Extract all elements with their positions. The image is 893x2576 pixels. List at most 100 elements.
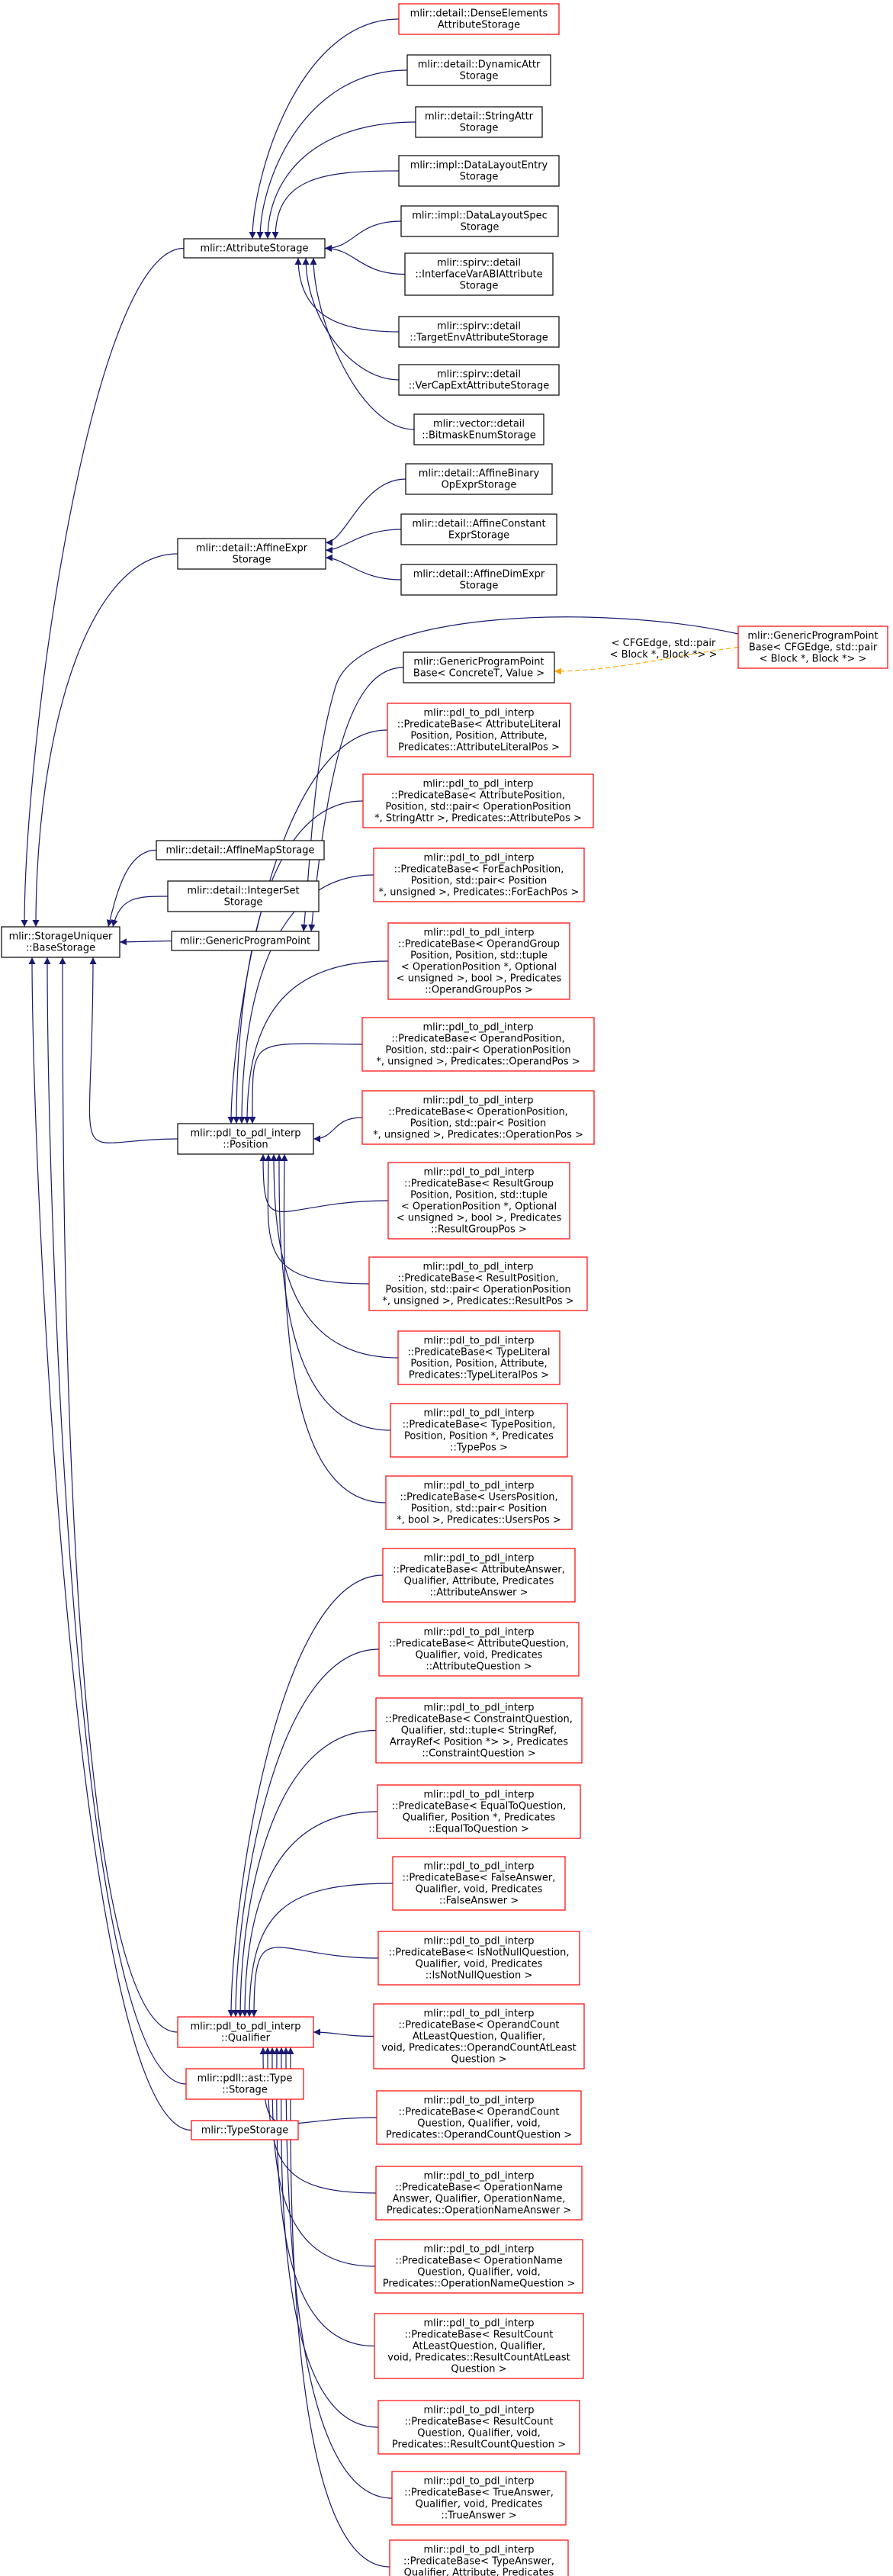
- class-node-box: [391, 2471, 567, 2526]
- class-node-box: [361, 1090, 595, 1145]
- class-node-label-line: mlir::AttributeStorage: [200, 243, 308, 255]
- class-node-label-line: ::TypePos >: [450, 1442, 508, 1454]
- class-node-pos-result[interactable]: mlir::pdl_to_pdl_interp::PredicateBase< …: [368, 1256, 588, 1311]
- class-node-pos-operation[interactable]: mlir::pdl_to_pdl_interp::PredicateBase< …: [361, 1090, 595, 1145]
- class-node-label-line: ::PredicateBase< OperandPosition,: [391, 1034, 564, 1045]
- edge-q_resultcount-to-qualifier: [278, 2047, 379, 2428]
- class-node-label-line: ::AttributeQuestion >: [426, 1661, 532, 1673]
- class-node-pos-type[interactable]: mlir::pdl_to_pdl_interp::PredicateBase< …: [390, 1403, 568, 1458]
- class-node-box: [177, 2016, 314, 2048]
- class-node-box: [373, 2003, 585, 2069]
- class-node-q-operandcount[interactable]: mlir::pdl_to_pdl_interp::PredicateBase< …: [376, 2090, 582, 2145]
- edge-datalayoutspec-to-attributestorage: [324, 220, 402, 252]
- class-node-label-line: Question >: [451, 2364, 506, 2375]
- class-node-q-opnameanswer[interactable]: mlir::pdl_to_pdl_interp::PredicateBase< …: [375, 2166, 583, 2221]
- edge-attributestorage-to-root: [21, 247, 185, 928]
- class-node-genericprogrampoint[interactable]: mlir::GenericProgramPoint: [171, 931, 320, 951]
- class-node-q-operandcountatleast[interactable]: mlir::pdl_to_pdl_interp::PredicateBase< …: [373, 2003, 585, 2069]
- class-node-q-resultcountatleast[interactable]: mlir::pdl_to_pdl_interp::PredicateBase< …: [374, 2313, 584, 2379]
- class-node-label-line: < Block *, Block *> >: [760, 654, 867, 665]
- class-node-vercapext[interactable]: mlir::spirv::detail::VerCapExtAttributeS…: [398, 364, 560, 396]
- class-node-pos-typeliteral[interactable]: mlir::pdl_to_pdl_interp::PredicateBase< …: [397, 1330, 561, 1385]
- class-node-box: [171, 931, 320, 951]
- class-node-box: [398, 364, 560, 396]
- class-node-label-line: AtLeastQuestion, Qualifier,: [413, 2031, 545, 2043]
- class-node-q-attrquestion[interactable]: mlir::pdl_to_pdl_interp::PredicateBase< …: [378, 1622, 580, 1677]
- class-node-q-false[interactable]: mlir::pdl_to_pdl_interp::PredicateBase< …: [392, 1856, 566, 1911]
- class-node-label-line: Question, Qualifier, void,: [417, 2428, 541, 2439]
- class-node-bitmaskenum[interactable]: mlir::vector::detail::BitmaskEnumStorage: [413, 413, 544, 445]
- class-node-box: [374, 2313, 584, 2379]
- class-node-q-attranswer[interactable]: mlir::pdl_to_pdl_interp::PredicateBase< …: [382, 1548, 576, 1603]
- class-node-q-isnotnull[interactable]: mlir::pdl_to_pdl_interp::PredicateBase< …: [377, 1931, 580, 1986]
- class-node-q-constraint[interactable]: mlir::pdl_to_pdl_interp::PredicateBase< …: [375, 1697, 583, 1764]
- class-node-box: [374, 2239, 583, 2294]
- edge-datalayoutentry-to-attributestorage: [271, 170, 400, 240]
- class-node-label-line: mlir::detail::AffineBinary: [419, 468, 540, 480]
- class-node-denseelements[interactable]: mlir::detail::DenseElementsAttributeStor…: [398, 3, 560, 35]
- class-node-pos-resultgroup[interactable]: mlir::pdl_to_pdl_interp::PredicateBase< …: [387, 1162, 570, 1240]
- class-node-label-line: mlir::pdll::ast::Type: [198, 2073, 293, 2085]
- class-node-pos-operand[interactable]: mlir::pdl_to_pdl_interp::PredicateBase< …: [361, 1017, 595, 1072]
- class-node-label-line: Position, std::pair< OperationPosition: [385, 1045, 570, 1056]
- class-node-pos-attr[interactable]: mlir::pdl_to_pdl_interp::PredicateBase< …: [362, 773, 594, 828]
- class-node-label-line: < OperationPosition *, Optional: [401, 1201, 557, 1213]
- class-node-label-line: ::PredicateBase< AttributeAnswer,: [393, 1565, 565, 1576]
- class-node-position[interactable]: mlir::pdl_to_pdl_interp::Position: [177, 1123, 314, 1155]
- class-node-affinemapstorage[interactable]: mlir::detail::AffineMapStorage: [156, 840, 325, 860]
- edge-integersetstorage-to-root: [111, 896, 169, 928]
- class-node-q-true[interactable]: mlir::pdl_to_pdl_interp::PredicateBase< …: [391, 2471, 567, 2526]
- edge-pos_resultgroup-to-position: [259, 1153, 389, 1213]
- class-node-label-line: *, StringAttr >, Predicates::AttributePo…: [374, 813, 582, 825]
- class-node-q-typeanswer[interactable]: mlir::pdl_to_pdl_interp::PredicateBase< …: [389, 2539, 569, 2576]
- class-node-q-equalto[interactable]: mlir::pdl_to_pdl_interp::PredicateBase< …: [377, 1784, 581, 1839]
- template-edge-label-line: < CFGEdge, std::pair: [612, 638, 716, 649]
- class-node-label-line: ::ConstraintQuestion >: [422, 1748, 535, 1760]
- class-node-label-line: ::VerCapExtAttributeStorage: [409, 381, 550, 392]
- class-node-label-line: ::BaseStorage: [26, 943, 95, 954]
- class-node-label-line: ::PredicateBase< OperandCount: [398, 2020, 559, 2031]
- class-node-typestorage[interactable]: mlir::TypeStorage: [191, 2120, 299, 2140]
- class-node-box: [376, 2090, 582, 2145]
- class-node-label-line: ArrayRef< Position *> >, Predicates: [390, 1737, 568, 1748]
- class-node-q-resultcount[interactable]: mlir::pdl_to_pdl_interp::PredicateBase< …: [377, 2400, 580, 2455]
- class-node-q-opnamequestion[interactable]: mlir::pdl_to_pdl_interp::PredicateBase< …: [374, 2239, 583, 2294]
- class-node-label-line: mlir::GenericProgramPoint: [180, 936, 310, 947]
- class-node-interfacevarabi[interactable]: mlir::spirv::detail::InterfaceVarABIAttr…: [404, 252, 554, 296]
- class-node-box: [373, 847, 585, 902]
- class-node-label-line: *, unsigned >, Predicates::OperandPos >: [376, 1056, 580, 1068]
- class-node-box: [385, 1475, 573, 1530]
- class-node-label-line: mlir::pdl_to_pdl_interp: [423, 708, 534, 719]
- edge-bitmaskenum-to-attributestorage: [310, 257, 415, 430]
- class-node-qualifier[interactable]: mlir::pdl_to_pdl_interp::Qualifier: [177, 2016, 314, 2048]
- class-node-targetenv[interactable]: mlir::spirv::detail::TargetEnvAttributeS…: [398, 316, 560, 348]
- class-node-label-line: ::PredicateBase< OperandGroup: [398, 939, 560, 950]
- class-node-pos-foreach[interactable]: mlir::pdl_to_pdl_interp::PredicateBase< …: [373, 847, 585, 902]
- class-node-attributestorage[interactable]: mlir::AttributeStorage: [183, 238, 326, 259]
- class-node-label-line: ::PredicateBase< TypeLiteral: [408, 1347, 551, 1359]
- class-node-pos-attrliteral[interactable]: mlir::pdl_to_pdl_interp::PredicateBase< …: [387, 703, 571, 757]
- class-node-label-line: Predicates::OperandCountQuestion >: [386, 2130, 572, 2141]
- class-node-label-line: ::PredicateBase< ResultCount: [405, 2330, 554, 2341]
- class-node-label-line: mlir::detail::IntegerSet: [187, 886, 299, 897]
- class-node-pos-users[interactable]: mlir::pdl_to_pdl_interp::PredicateBase< …: [385, 1475, 573, 1530]
- edge-gpp-base-to-genericprogrampoint: [308, 667, 404, 932]
- class-node-label-line: *, bool >, Predicates::UsersPos >: [397, 1515, 561, 1526]
- edge-q_true-to-qualifier: [282, 2047, 393, 2499]
- class-node-box: [362, 773, 594, 828]
- class-node-pdllasttype[interactable]: mlir::pdll::ast::Type::Storage: [185, 2068, 304, 2100]
- class-node-pos-operandgroup[interactable]: mlir::pdl_to_pdl_interp::PredicateBase< …: [387, 922, 570, 1000]
- class-node-label-line: mlir::impl::DataLayoutSpec: [412, 211, 548, 222]
- edge-q_isnotnull-to-qualifier: [250, 1947, 379, 2018]
